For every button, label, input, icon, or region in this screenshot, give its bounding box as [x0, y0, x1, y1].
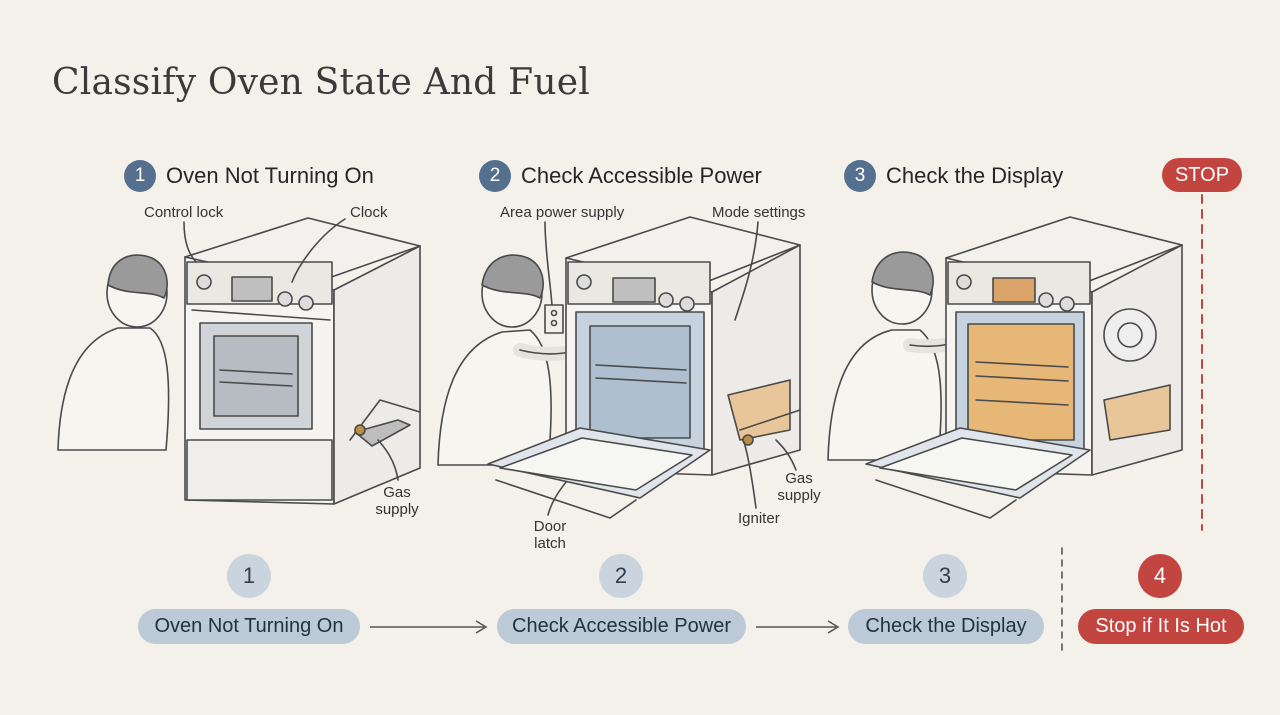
page-title: Classify Oven State And Fuel [52, 62, 590, 103]
flow-step-4: Stop if It Is Hot [1078, 609, 1244, 644]
step-number-badge: 3 [844, 160, 876, 192]
callout-gas-supply: Gas supply [777, 470, 821, 504]
stop-badge: STOP [1162, 158, 1242, 192]
step-number-badge: 1 [124, 160, 156, 192]
callout-door-latch: Door latch [533, 518, 567, 552]
person-figure [57, 254, 170, 451]
oven-hot [865, 216, 1183, 519]
step-title: Check the Display [886, 163, 1064, 188]
step-title: Oven Not Turning On [166, 163, 374, 188]
flow-step-number-2: 2 [599, 554, 643, 598]
flow-arrows [370, 620, 840, 634]
callout-gas-supply: Gas supply [375, 484, 419, 518]
callout-mode-settings: Mode settings [712, 204, 806, 221]
callout-area-power-supply: Area power supply [500, 204, 625, 221]
step-header-3: 3 Check the Display [844, 160, 1063, 192]
oven-open [487, 216, 801, 519]
flow-step-number-3: 3 [923, 554, 967, 598]
person-figure [437, 254, 625, 466]
step-title: Check Accessible Power [521, 163, 762, 188]
callout-control-lock: Control lock [144, 204, 224, 221]
flow-step-number-4: 4 [1138, 554, 1182, 598]
callout-igniter: Igniter [738, 510, 780, 527]
callout-clock: Clock [350, 204, 388, 221]
flow-step-number-1: 1 [227, 554, 271, 598]
flow-step-1: Oven Not Turning On [138, 609, 360, 644]
wall-outlet [544, 304, 564, 334]
oven-closed [184, 217, 421, 505]
step-header-1: 1 Oven Not Turning On [124, 160, 374, 192]
step-header-2: 2 Check Accessible Power [479, 160, 762, 192]
flow-step-2: Check Accessible Power [497, 609, 746, 644]
step-number-badge: 2 [479, 160, 511, 192]
flow-step-3: Check the Display [848, 609, 1044, 644]
